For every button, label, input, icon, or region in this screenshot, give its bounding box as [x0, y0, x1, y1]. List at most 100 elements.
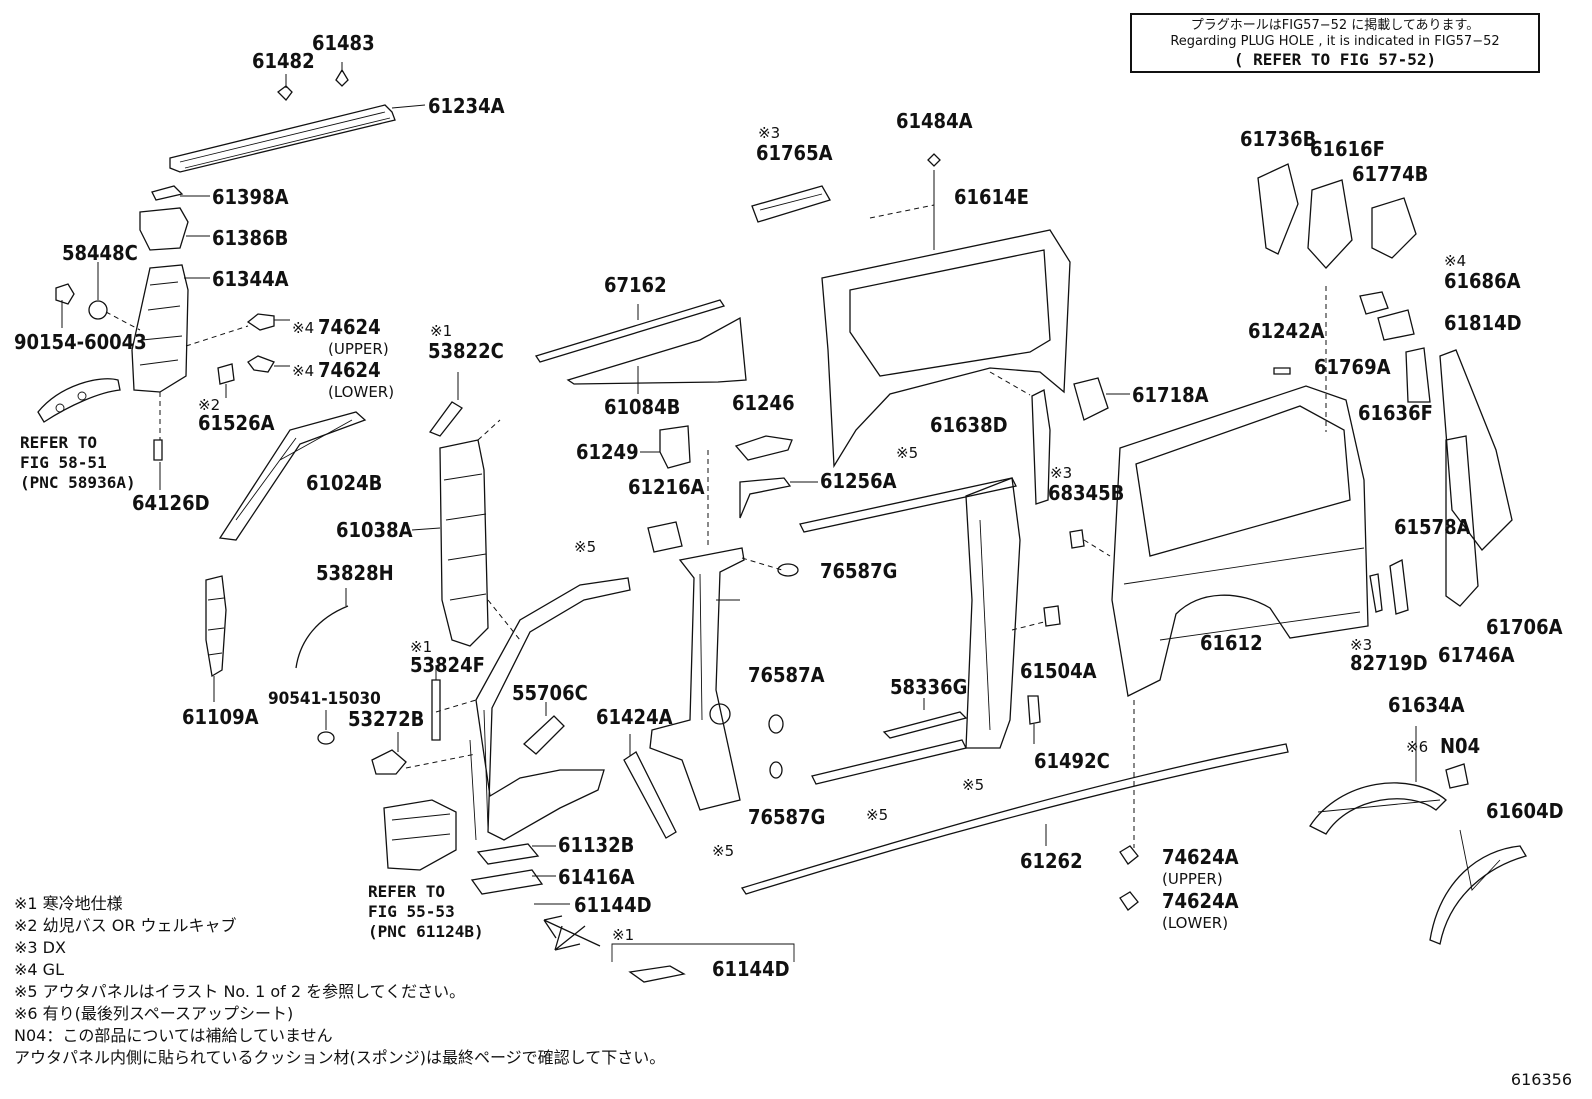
part-label-76587G-lower[interactable]: 76587G [748, 805, 826, 829]
part-label-61706A[interactable]: 61706A [1486, 615, 1563, 639]
note-line-ref: ( REFER TO FIG 57-52) [1233, 50, 1437, 69]
part-label-61386B[interactable]: 61386B [212, 226, 289, 250]
part-label-74624-upper[interactable]: 74624 [318, 315, 381, 339]
note-bracket-61144D [611, 943, 795, 983]
legend-line-8: アウタパネル内側に貼られているクッション材(スポンジ)は最終ページで確認して下さ… [14, 1048, 666, 1067]
note-line-jp: プラグホールはFIG57−52 に掲載してあります。 [1190, 18, 1480, 33]
part-label-61526A[interactable]: 61526A [198, 411, 275, 435]
part-label-61144D-step[interactable]: 61144D [574, 893, 652, 917]
part-label-61416A[interactable]: 61416A [558, 865, 635, 889]
part-label-61604D[interactable]: 61604D [1486, 799, 1564, 823]
part-label-64126D[interactable]: 64126D [132, 491, 210, 515]
part-label-67162[interactable]: 67162 [604, 273, 667, 297]
refer-part-58936A-drawing [37, 378, 121, 423]
part-label-61616F[interactable]: 61616F [1310, 137, 1385, 161]
part-label-61634A[interactable]: 61634A [1388, 693, 1465, 717]
wheel-house-drawings [1309, 726, 1527, 945]
legend-line-7: N04：この部品については補給していません [14, 1026, 333, 1045]
part-label-61718A[interactable]: 61718A [1132, 383, 1209, 407]
part-label-74624-lower[interactable]: 74624 [318, 358, 381, 382]
mark-4-61686A: ※4 [1444, 252, 1467, 270]
part-label-61814D[interactable]: 61814D [1444, 311, 1522, 335]
part-label-61344A[interactable]: 61344A [212, 267, 289, 291]
part-label-61765A[interactable]: 61765A [756, 141, 833, 165]
part-label-61109A[interactable]: 61109A [182, 705, 259, 729]
part-label-53824F[interactable]: 53824F [410, 653, 485, 677]
part-label-61484A[interactable]: 61484A [896, 109, 973, 133]
part-label-58336G[interactable]: 58336G [890, 675, 968, 699]
part-label-61638D[interactable]: 61638D [930, 413, 1008, 437]
part-label-61736B[interactable]: 61736B [1240, 127, 1317, 151]
part-label-68345B[interactable]: 68345B [1048, 481, 1125, 505]
part-label-61038A[interactable]: 61038A [336, 518, 413, 542]
part-label-53272B[interactable]: 53272B [348, 707, 425, 731]
part-label-53822C[interactable]: 53822C [428, 339, 504, 363]
refer-58-51-line2: FIG 58-51 [20, 453, 107, 472]
figure-number: 616356 [1510, 1070, 1572, 1089]
part-label-61424A[interactable]: 61424A [596, 705, 673, 729]
part-label-55706C[interactable]: 55706C [512, 681, 588, 705]
roof-side-rail-drawing [169, 62, 426, 173]
part-label-74624A-lower[interactable]: 74624A [1162, 889, 1239, 913]
mark-2: ※2 [198, 396, 221, 414]
part-label-61256A[interactable]: 61256A [820, 469, 897, 493]
part-label-61132B[interactable]: 61132B [558, 833, 635, 857]
mark-5-frame: ※5 [574, 538, 597, 556]
legend-line-3: ※3 DX [14, 938, 66, 957]
part-label-61216A[interactable]: 61216A [628, 475, 705, 499]
part-label-61398A[interactable]: 61398A [212, 185, 289, 209]
part-label-61774B[interactable]: 61774B [1352, 162, 1429, 186]
part-label-61242A[interactable]: 61242A [1248, 319, 1325, 343]
part-label-61234A[interactable]: 61234A [428, 94, 505, 118]
sub-lower-1: (LOWER) [328, 383, 395, 401]
part-label-58448C[interactable]: 58448C [62, 241, 138, 265]
sub-lower-2: (LOWER) [1162, 914, 1229, 932]
sub-upper-1: (UPPER) [328, 340, 389, 358]
part-label-76587A[interactable]: 76587A [748, 663, 825, 687]
part-label-61612[interactable]: 61612 [1200, 631, 1263, 655]
part-label-90541-15030[interactable]: 90541-15030 [268, 689, 381, 709]
part-label-61084B[interactable]: 61084B [604, 395, 681, 419]
part-label-N04[interactable]: N04 [1440, 734, 1481, 758]
part-label-61504A[interactable]: 61504A [1020, 659, 1097, 683]
lower-pillar-drawing [205, 575, 227, 702]
part-label-76587G-upper[interactable]: 76587G [820, 559, 898, 583]
mark-1-61144D: ※1 [612, 926, 635, 944]
part-label-61578A[interactable]: 61578A [1394, 515, 1471, 539]
refer-55-53-line1: REFER TO [368, 882, 446, 901]
refer-part-61124B-drawing [383, 799, 457, 871]
part-label-61144D-cold[interactable]: 61144D [712, 957, 790, 981]
center-pillar-drawing [623, 450, 783, 839]
plate-61526A-drawing [217, 363, 235, 398]
legend-line-1: ※1 寒冷地仕様 [14, 894, 123, 913]
part-label-61482[interactable]: 61482 [252, 49, 315, 73]
legend-line-2: ※2 幼児バス OR ウェルキャブ [14, 916, 237, 935]
part-label-61769A[interactable]: 61769A [1314, 355, 1391, 379]
part-label-53828H[interactable]: 53828H [316, 561, 394, 585]
part-label-61483[interactable]: 61483 [312, 31, 375, 55]
part-label-61636F[interactable]: 61636F [1358, 401, 1433, 425]
mark-5-61256A: ※5 [896, 444, 919, 462]
part-label-61249[interactable]: 61249 [576, 440, 639, 464]
part-label-61024B[interactable]: 61024B [306, 471, 383, 495]
refer-55-53-line2: FIG 55-53 [368, 902, 455, 921]
mark-4-upper: ※4 [292, 319, 315, 337]
bracket-61765A-drawing [751, 185, 831, 223]
part-label-61492C[interactable]: 61492C [1034, 749, 1110, 773]
mark-1-53822C: ※1 [430, 322, 453, 340]
part-label-82719D[interactable]: 82719D [1350, 651, 1428, 675]
sub-upper-2: (UPPER) [1162, 870, 1223, 888]
part-label-61246[interactable]: 61246 [732, 391, 795, 415]
lower-seal-drawings [317, 665, 477, 775]
plug-hole-note: プラグホールはFIG57−52 に掲載してあります。 Regarding PLU… [1130, 13, 1540, 73]
mark-5-rocker: ※5 [866, 806, 889, 824]
part-label-74624A-upper[interactable]: 74624A [1162, 845, 1239, 869]
part-label-61746A[interactable]: 61746A [1438, 643, 1515, 667]
part-label-61614E[interactable]: 61614E [954, 185, 1029, 209]
center-pillar-inner-drawing [411, 419, 521, 647]
part-label-61686A[interactable]: 61686A [1444, 269, 1521, 293]
part-label-61262[interactable]: 61262 [1020, 849, 1083, 873]
rear-quarter-panel-drawing [1111, 286, 1369, 848]
part-label-90154-60043[interactable]: 90154-60043 [14, 330, 147, 354]
